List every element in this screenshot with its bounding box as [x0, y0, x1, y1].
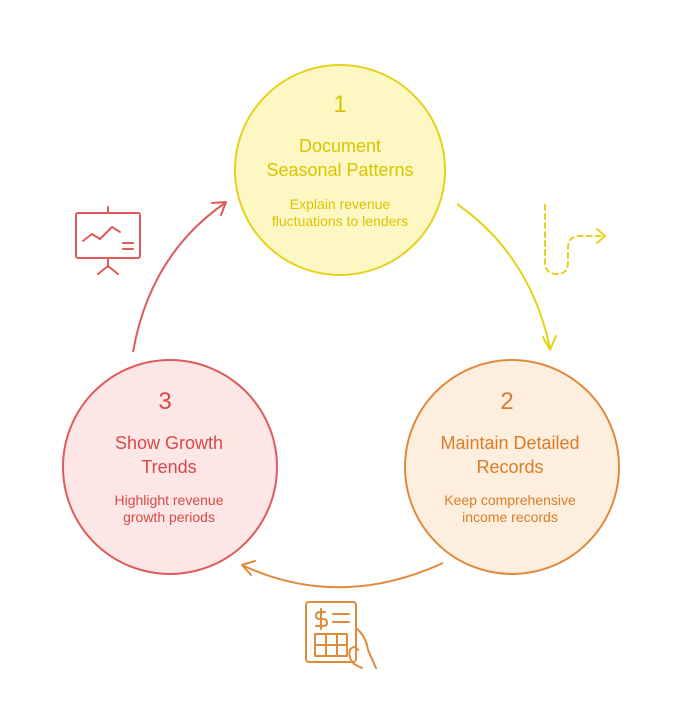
step-2-number: 2 — [500, 388, 513, 415]
step-1-title-line-2: Seasonal Patterns — [266, 160, 413, 180]
presentation-chart-icon — [75, 206, 141, 275]
turn-right-arrow-icon — [544, 204, 606, 275]
step-3-number: 3 — [158, 388, 171, 415]
connector-2-to-3 — [241, 560, 444, 589]
step-1: 1 Document Seasonal Patterns Explain rev… — [234, 64, 446, 276]
step-2-description-line-1: Keep comprehensive — [444, 492, 576, 508]
step-1-description-line-1: Explain revenue — [290, 196, 391, 212]
step-2-title-line-1: Maintain Detailed — [440, 433, 579, 453]
step-3-title-line-1: Show Growth — [115, 433, 223, 453]
connector-3-to-1 — [132, 201, 227, 353]
step-1-number: 1 — [333, 91, 346, 118]
step-2-title-line-2: Records — [476, 457, 543, 477]
step-3-description-line-2: growth periods — [123, 509, 215, 525]
step-2: 2 Maintain Detailed Records Keep compreh… — [404, 359, 620, 575]
step-3-description-line-1: Highlight revenue — [115, 492, 224, 508]
ledger-hand-icon — [305, 601, 377, 669]
step-1-title-line-1: Document — [299, 136, 381, 156]
step-3: 3 Show Growth Trends Highlight revenue g… — [62, 359, 278, 575]
connector-1-to-2 — [456, 203, 557, 351]
step-2-description-line-2: income records — [462, 509, 558, 525]
step-1-description-line-2: fluctuations to lenders — [272, 213, 408, 229]
step-3-title-line-2: Trends — [141, 457, 196, 477]
